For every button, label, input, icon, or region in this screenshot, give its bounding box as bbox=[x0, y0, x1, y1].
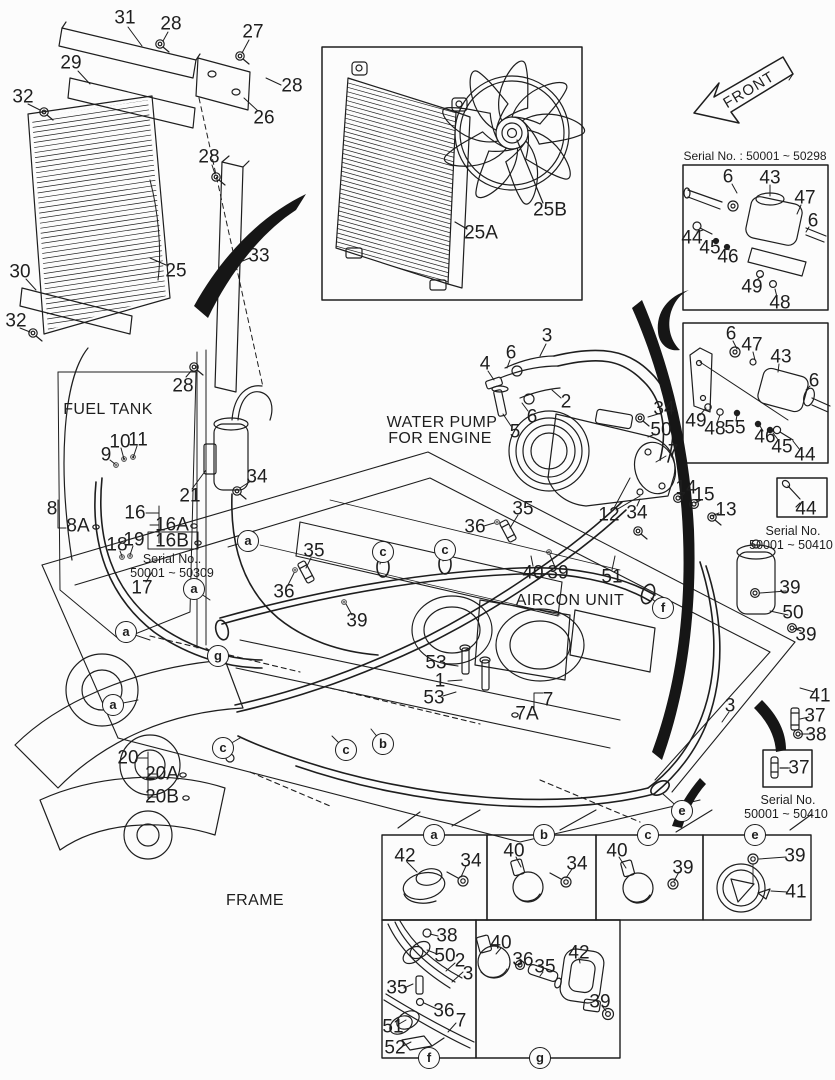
receiver-drier-left bbox=[203, 385, 273, 491]
frame-structure bbox=[41, 451, 813, 843]
water-pump-fittings bbox=[485, 355, 561, 417]
fuel-tank-outline bbox=[57, 371, 197, 641]
fan-blades bbox=[440, 58, 588, 207]
front-arrow bbox=[693, 56, 794, 124]
leader-lines bbox=[19, 26, 815, 1047]
detail-box-parts bbox=[383, 853, 771, 1051]
bolt-44-box bbox=[776, 477, 828, 518]
valve-detail-box-2 bbox=[682, 322, 831, 464]
fasteners bbox=[28, 39, 804, 801]
frame-arm bbox=[14, 347, 244, 860]
valve-detail-box-1 bbox=[682, 164, 829, 311]
aircon-unit-assembly bbox=[411, 595, 656, 691]
detail-boxes bbox=[381, 834, 812, 1059]
receiver-drier-right bbox=[736, 539, 776, 615]
radiator-assembly bbox=[19, 21, 264, 649]
compressor bbox=[508, 408, 677, 507]
condenser-fan-inset bbox=[321, 46, 588, 301]
